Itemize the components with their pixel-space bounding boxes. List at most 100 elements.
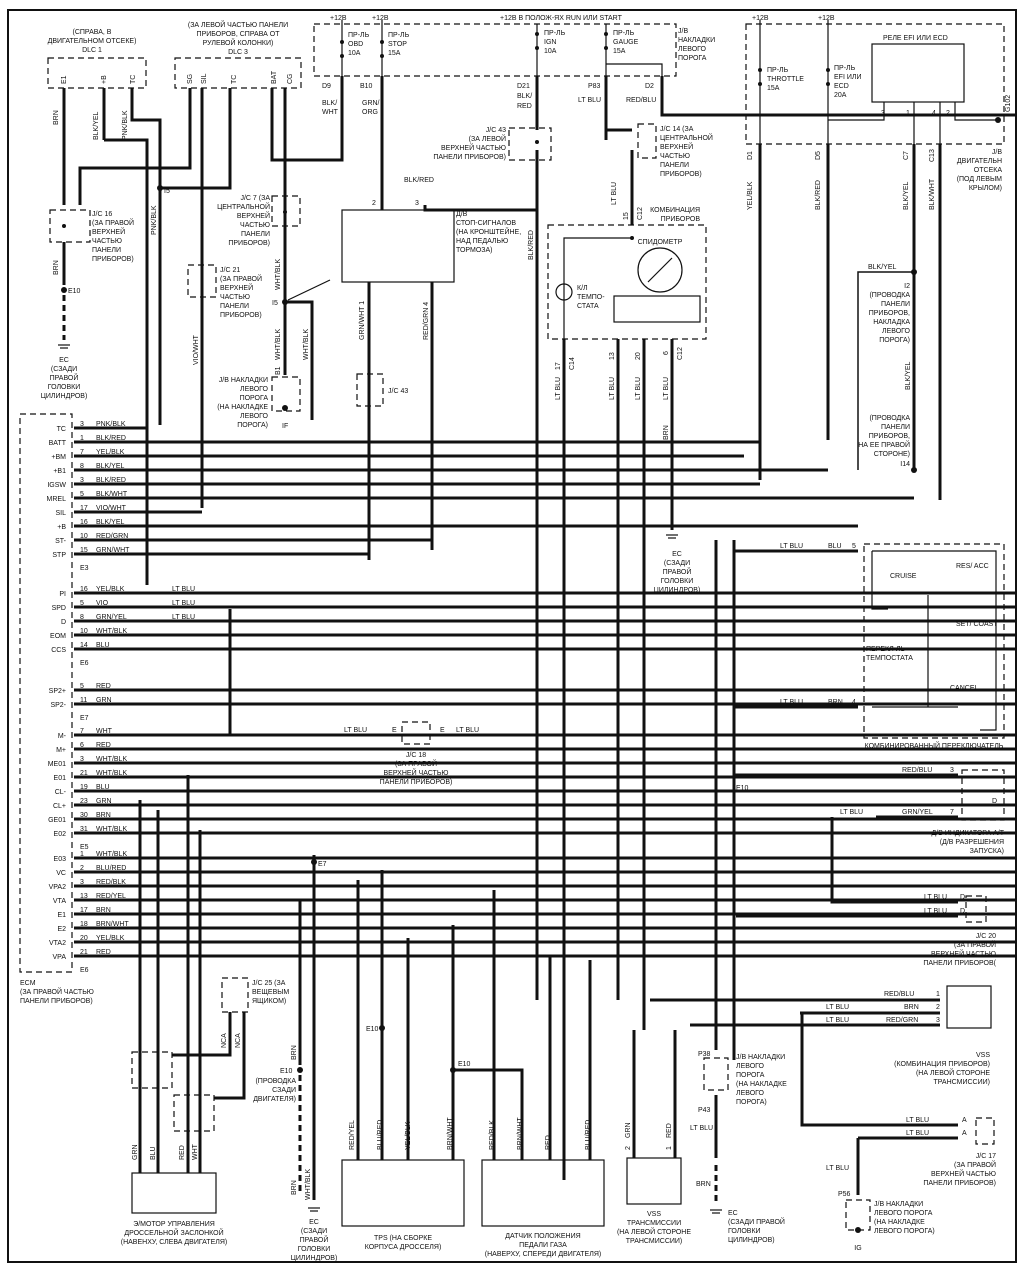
dash-junction-block: +12В +12В +12В В ПОЛОЖ-ЯХ RUN ИЛИ START … — [313, 15, 715, 116]
ground-label: ГОЛОВКИ — [728, 1228, 761, 1235]
pin-label: 7 — [950, 809, 954, 816]
ecm-wire-color: YEL/BLK — [96, 586, 125, 593]
ecm-wire-color: GRN — [96, 798, 112, 805]
junction-connector-7: J/C 7 (ЗА ЦЕНТРАЛЬНОЙ ВЕРХНЕЙ ЧАСТЬЮ ПАН… — [217, 195, 331, 420]
junction-connector-25: J/C 25 (ЗА ВЕЩЕВЫМ ЯЩИКОМ) NCA NCA — [172, 977, 289, 1100]
ecm-pin-name: ME01 — [48, 761, 66, 768]
switch-label: Д/В — [456, 211, 468, 218]
fuse-label: STOP — [388, 41, 407, 48]
splice-note: ПРИБОРОВ, — [869, 433, 910, 440]
jb-label: (НА НАКЛАДКЕ — [217, 404, 268, 411]
fuse-label: 10A — [348, 50, 361, 57]
ecm-pin-name: VC — [56, 870, 66, 877]
ecm-pin-number: 5 — [80, 491, 84, 498]
dlc1-connector: (СПРАВА, В ДВИГАТЕЛЬНОМ ОТСЕКЕ) DLC 1 E1… — [47, 29, 147, 140]
ecm-pin-name: M+ — [56, 747, 66, 754]
ecm-pin-name: VTA — [53, 898, 66, 905]
ecm-label: ПАНЕЛИ ПРИБОРОВ) — [20, 998, 93, 1005]
sensor-label: ТРАНСМИССИИ — [627, 1220, 681, 1227]
jc-label: J/C 43 — [388, 388, 408, 395]
ecm-pin-number: 19 — [80, 784, 88, 791]
ground-label: ЦИЛИНДРОВ) — [291, 1255, 338, 1262]
jc-label: J/C 14 (ЗА — [660, 126, 694, 133]
ground-label: ГОЛОВКИ — [298, 1246, 331, 1253]
ecm-pin-name: MREL — [47, 496, 67, 503]
ecm-wire-color: RED/YEL — [96, 893, 126, 900]
motor-label: ДРОССЕЛЬНОЙ ЗАСЛОНКОЙ — [124, 1228, 223, 1237]
sensor-label: КОРПУСА ДРОССЕЛЯ) — [365, 1244, 442, 1251]
junction-connector-17: LT BLU LT BLU A A J/C 17 (ЗА ПРАВОЙ ВЕРХ… — [826, 1117, 996, 1195]
jc-label: ПАНЕЛИ — [92, 247, 121, 254]
jc-label: ПАНЕЛИ — [660, 162, 689, 169]
ecm-wire-color: BLK/RED — [96, 477, 126, 484]
junction-connector-20: LT BLU LT BLU D D J/C 20 (ЗА ПРАВОЙ ВЕРХ… — [736, 894, 997, 967]
pin-label: 2 — [625, 1146, 632, 1150]
jc-label: (ЗА ПРАВОЙ — [92, 218, 134, 227]
fuse-label: 10A — [544, 48, 557, 55]
wire-label: LT BLU — [826, 1165, 849, 1172]
ecm-wire-color: RED — [96, 949, 111, 956]
jb-label: ПОРОГА — [736, 1072, 765, 1079]
splice-label: I5 — [272, 300, 278, 307]
jc-label: ВЕРХНЕЙ — [92, 227, 125, 236]
pin-label: D2 — [645, 83, 654, 90]
ground-ec-cluster: EC (СЗАДИ ПРАВОЙ ГОЛОВКИ ЦИЛИНДРОВ) — [654, 534, 700, 594]
ecm-wire-color: YEL/BLK — [96, 935, 125, 942]
jc-label: J/C 16 — [92, 211, 112, 218]
ecm-pin-name: ST- — [55, 538, 67, 545]
jb-label: (ПОД ЛЕВЫМ — [957, 176, 1002, 183]
jc-label: ВЕРХНЕЙ ЧАСТЬЮ — [931, 1169, 996, 1178]
ecm-pin-name: CL+ — [53, 803, 66, 810]
ecm-wire-color: BRN — [96, 812, 111, 819]
wire-label: LT BLU — [578, 97, 601, 104]
pin-label: 15 — [623, 212, 630, 220]
wire-label: LT BLU — [924, 894, 947, 901]
fuse-label: GAUGE — [613, 39, 639, 46]
jc-label: ПРИБОРОВ) — [660, 171, 702, 178]
ecm-wire-color: BRN — [96, 907, 111, 914]
jb-label: ОТСЕКА — [974, 167, 1003, 174]
wire-label: LT BLU — [924, 908, 947, 915]
sensor-label: (НА ЛЕВОЙ СТОРОНЕ — [916, 1068, 990, 1077]
pin-label: 2 — [372, 200, 376, 207]
wire-label: LT BLU — [663, 377, 670, 400]
wire-label: LT BLU — [826, 1004, 849, 1011]
dlc1-location: (СПРАВА, В — [73, 29, 112, 36]
supply-label: +12В — [330, 15, 347, 22]
jc-label: ПАНЕЛИ — [220, 303, 249, 310]
park-neutral-switch: LT BLU RED/BLU 3 GRN/YEL 7 D Д/В ИНДИКАТ… — [734, 767, 1005, 904]
ground-label: ПРАВОЙ — [50, 373, 79, 382]
dlc1-location: ДВИГАТЕЛЬНОМ ОТСЕКЕ) — [48, 38, 137, 45]
motor-label: (НАВЕНХУ, СЛЕВА ДВИГАТЕЛЯ) — [121, 1239, 227, 1246]
jc-label: (ЗА ПРАВОЙ — [220, 274, 262, 283]
jc-label: ЧАСТЬЮ — [240, 222, 270, 229]
ecm-pin-number: 14 — [80, 642, 88, 649]
splice-note: СЗАДИ — [272, 1087, 296, 1094]
ecm-wire-color: WHT/BLK — [96, 851, 127, 858]
splice-note: (ПРОВОДКА — [255, 1078, 296, 1085]
ecm-pin-name: CL- — [55, 789, 67, 796]
wire-label: BLK/YEL — [868, 264, 897, 271]
ecm-pin-name: E01 — [54, 775, 67, 782]
jb-label: J/B НАКЛАДКИ — [874, 1201, 923, 1208]
ecm-wire-color: PNK/BLK — [96, 421, 126, 428]
wire-label: PNK/BLK — [122, 110, 129, 140]
jc-label: ВЕРХНЕЙ — [660, 142, 693, 151]
jc-label: J/C 25 (ЗА — [252, 980, 286, 987]
ecm-pin-name: STP — [52, 552, 66, 559]
ecm-wire-color: BRN/WHT — [96, 921, 129, 928]
pin-label: 3 — [950, 767, 954, 774]
ground-label: EC — [309, 1219, 319, 1226]
ecm-pin-name: EOM — [50, 633, 66, 640]
wire-label: RED/BLU — [626, 97, 656, 104]
pin-label: D21 — [517, 83, 530, 90]
ecm-pin-number: 21 — [80, 949, 88, 956]
wire-label: GRN/ — [362, 100, 380, 107]
sensor-label: (НАВЕРХУ, СПЕРЕДИ ДВИГАТЕЛЯ) — [485, 1251, 601, 1258]
wire-label: RED/BLU — [884, 991, 914, 998]
ecm-pin-number: 21 — [80, 770, 88, 777]
sensor-label: (КОМБИНАЦИЯ ПРИБОРОВ) — [894, 1061, 990, 1068]
pin-name: SIL — [201, 73, 208, 84]
wire-label: BRN — [663, 425, 670, 440]
wire-label: LT BLU — [344, 727, 367, 734]
